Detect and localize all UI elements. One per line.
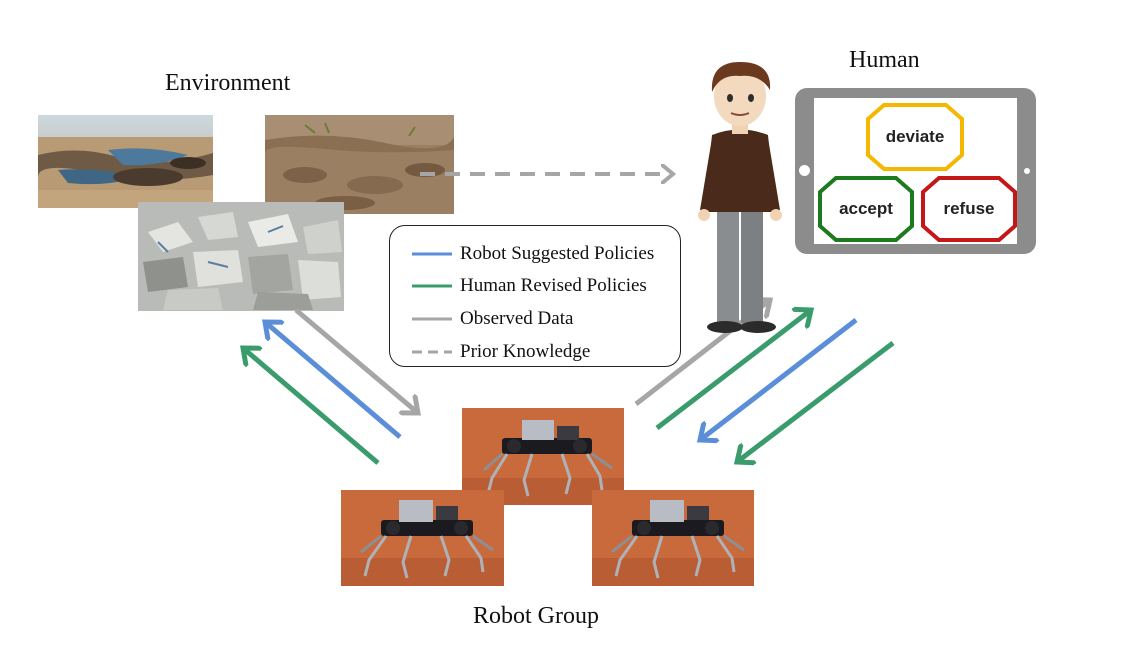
tablet-screen: deviate accept refuse <box>814 98 1017 244</box>
legend-item-prior-knowledge: Prior Knowledge <box>390 339 590 365</box>
human-revised-arrow-to-human <box>655 310 811 430</box>
refuse-button[interactable]: refuse <box>921 176 1017 242</box>
legend-label: Prior Knowledge <box>460 341 591 362</box>
human-revised-arrow-to-robots <box>737 341 895 462</box>
legend-swatch <box>412 317 452 321</box>
human-title: Human <box>849 47 920 73</box>
robot-suggested-arrow-to-robots <box>700 318 858 440</box>
hexapod-robot-photo-left <box>341 490 504 586</box>
legend-item-human-revised: Human Revised Policies <box>390 273 647 299</box>
tablet: deviate accept refuse <box>795 88 1036 254</box>
deviate-label: deviate <box>885 127 945 146</box>
tablet-camera-dot <box>799 165 810 176</box>
robot-group-title: Robot Group <box>473 603 599 629</box>
refuse-label: refuse <box>943 199 995 218</box>
legend-item-observed-data: Observed Data <box>390 306 573 332</box>
accept-label: accept <box>839 199 893 218</box>
mud-photo <box>265 115 454 214</box>
legend: Robot Suggested Policies Human Revised P… <box>389 225 681 367</box>
environment-title: Environment <box>165 70 291 96</box>
human-figure-icon <box>698 62 782 333</box>
legend-swatch <box>412 350 452 354</box>
observed-data-arrow-env-to-robots <box>294 308 418 413</box>
hexapod-robot-photo-top <box>462 408 624 505</box>
tablet-home-dot <box>1024 168 1030 174</box>
legend-label: Observed Data <box>460 308 574 329</box>
deviate-button[interactable]: deviate <box>866 103 964 171</box>
legend-swatch <box>412 284 452 288</box>
legend-item-robot-suggested: Robot Suggested Policies <box>390 241 654 267</box>
robot-suggested-arrow-to-env <box>265 322 402 439</box>
legend-swatch <box>412 252 452 256</box>
accept-button[interactable]: accept <box>818 176 914 242</box>
human-revised-arrow-to-env <box>243 348 380 465</box>
beach-photo <box>38 115 213 208</box>
legend-label: Human Revised Policies <box>460 275 647 296</box>
hexapod-robot-photo-right <box>592 490 754 586</box>
legend-label: Robot Suggested Policies <box>460 243 655 264</box>
rubble-photo <box>138 202 344 311</box>
